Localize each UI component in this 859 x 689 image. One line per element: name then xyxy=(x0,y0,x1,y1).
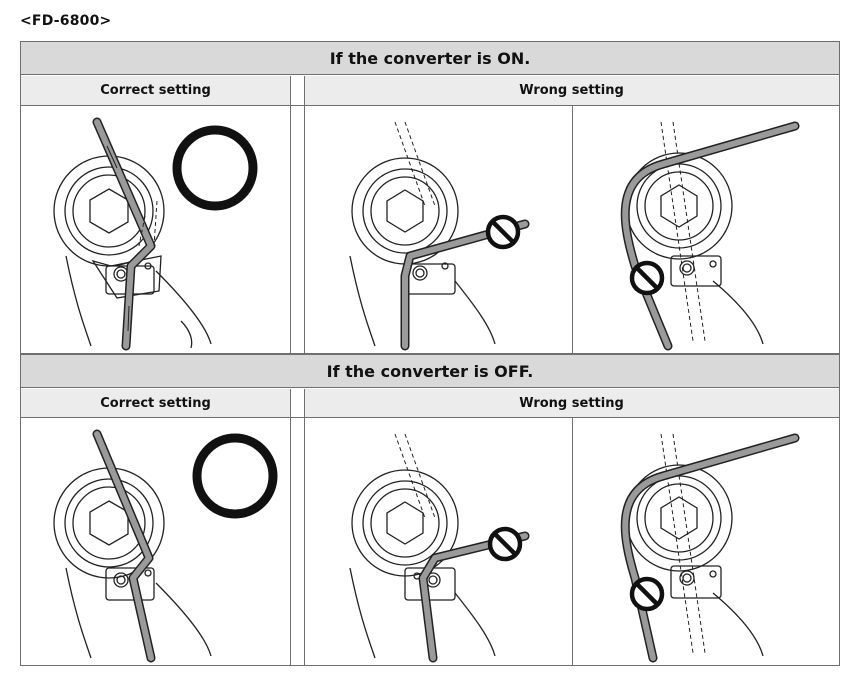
divider xyxy=(304,389,305,666)
section-on-correct-label: Correct setting xyxy=(21,76,290,105)
prohibited-icon xyxy=(487,526,523,562)
derailleur-wrong-drawing xyxy=(349,121,530,351)
illustration-off-wrong-2 xyxy=(573,418,839,665)
divider xyxy=(290,76,291,354)
derailleur-wrong-drawing xyxy=(620,433,800,663)
section-off-title: If the converter is OFF. xyxy=(20,354,840,388)
section-on-wrong-label: Wrong setting xyxy=(304,76,839,105)
illustration-on-wrong-1 xyxy=(305,106,572,352)
divider xyxy=(304,76,305,354)
section-off-wrong-label: Wrong setting xyxy=(304,389,839,417)
divider xyxy=(290,389,291,666)
divider xyxy=(572,418,573,666)
section-on-title: If the converter is ON. xyxy=(20,41,840,75)
circle-correct-icon xyxy=(172,125,258,211)
divider xyxy=(20,417,840,418)
derailleur-correct-drawing xyxy=(53,429,278,663)
illustration-on-correct xyxy=(21,106,289,352)
illustration-on-wrong-2 xyxy=(573,106,839,352)
model-label: <FD-6800> xyxy=(20,13,112,29)
illustration-off-wrong-1 xyxy=(305,418,572,665)
derailleur-wrong-drawing xyxy=(349,433,530,663)
prohibited-icon xyxy=(629,576,665,612)
section-off-correct-label: Correct setting xyxy=(21,389,290,417)
illustration-off-correct xyxy=(21,418,289,665)
divider xyxy=(572,106,573,354)
divider xyxy=(20,105,840,106)
circle-correct-icon xyxy=(192,433,278,519)
derailleur-correct-drawing xyxy=(53,117,258,351)
prohibited-icon xyxy=(485,214,521,250)
derailleur-wrong-drawing xyxy=(620,121,800,351)
prohibited-icon xyxy=(629,260,665,296)
